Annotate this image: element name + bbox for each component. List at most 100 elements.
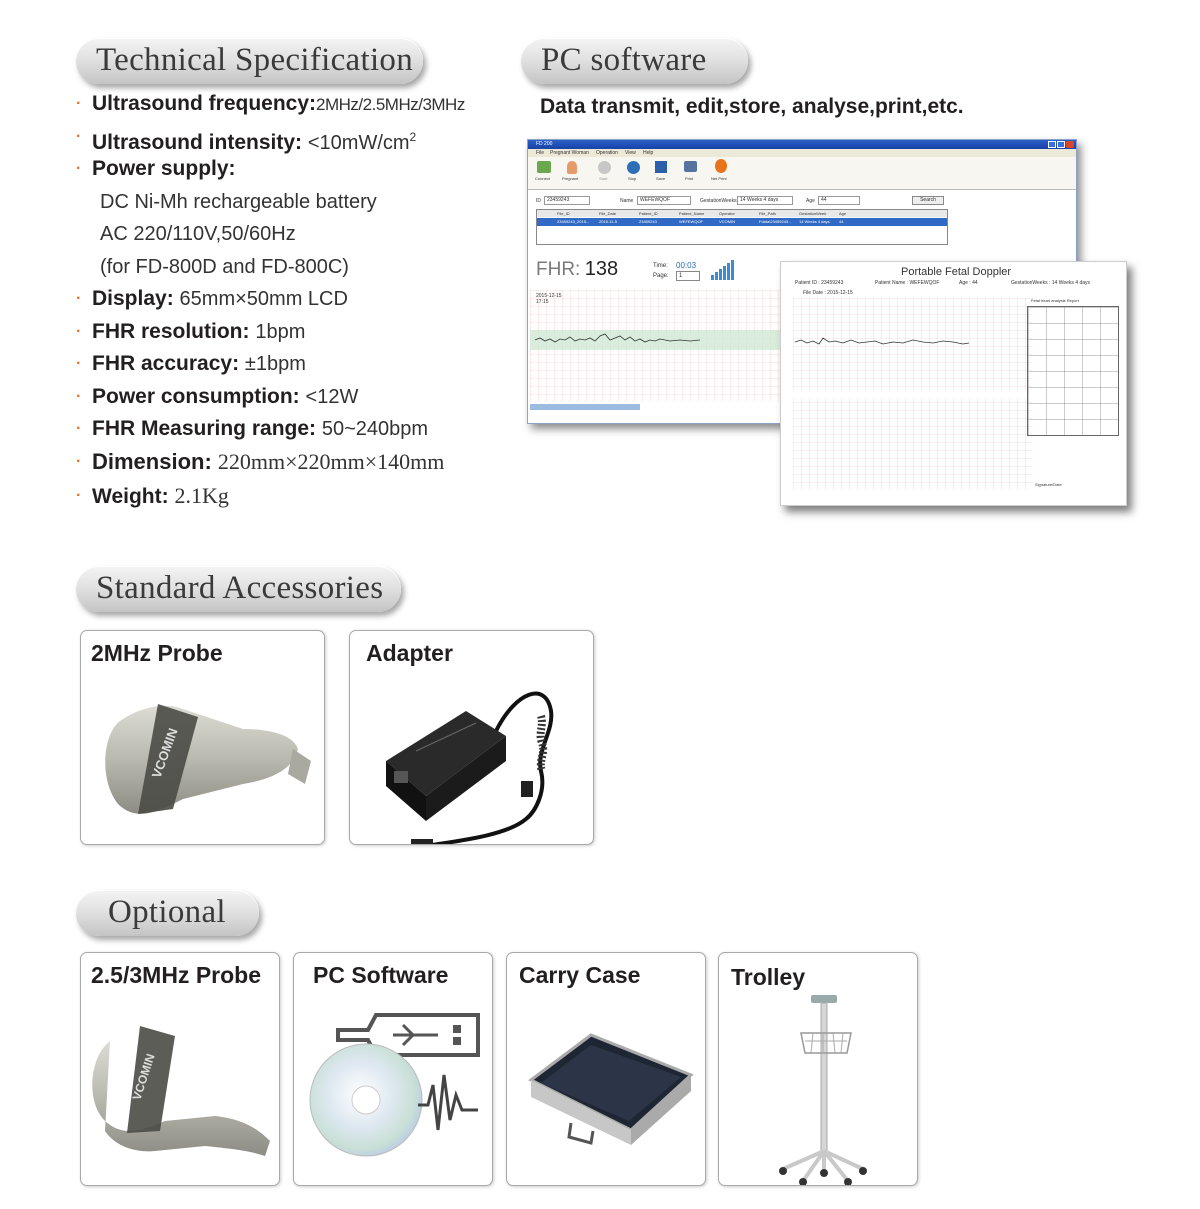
menu-pregnant[interactable]: Pregnant Woman bbox=[550, 150, 589, 156]
spec-label: Weight: bbox=[92, 484, 169, 508]
bullet-icon: · bbox=[76, 486, 82, 504]
probe-image: VCOMIN bbox=[105, 704, 311, 814]
menu-help[interactable]: Help bbox=[643, 150, 654, 156]
optional-card: PC Software bbox=[293, 952, 493, 1186]
trolley-image bbox=[779, 995, 867, 1185]
window-title: FD 200 bbox=[536, 141, 553, 147]
usb-plug-icon bbox=[336, 1013, 480, 1057]
bullet-icon: · bbox=[76, 452, 82, 470]
spec-value: 2.1Kg bbox=[174, 482, 229, 508]
search-panel: ID 23459243 Name WEFEWQOF GestationWeeks… bbox=[532, 193, 1072, 245]
toolbar: Connect Pregnant Start Stop Save Print N… bbox=[528, 157, 1076, 190]
connect-icon bbox=[537, 161, 551, 173]
spec-list: · Ultrasound frequency:2MHz/2.5MHz/3MHz … bbox=[76, 88, 516, 512]
spec-item: · FHR resolution: 1bpm bbox=[76, 316, 516, 349]
bullet-icon: · bbox=[76, 160, 82, 177]
menu-view[interactable]: View bbox=[625, 150, 636, 156]
bullet-icon: · bbox=[76, 355, 82, 372]
connect-button[interactable]: Connect bbox=[533, 161, 555, 185]
spec-label: Power supply: bbox=[92, 157, 236, 180]
spec-item: · Weight: 2.1Kg bbox=[76, 480, 516, 513]
bullet-icon: · bbox=[76, 387, 82, 405]
trace-date: 2015-12-15 bbox=[536, 293, 562, 299]
name-input[interactable]: WEFEWQOF bbox=[637, 196, 691, 205]
save-button[interactable]: Save bbox=[652, 161, 670, 185]
table-header: File_ID File_Date Patient_ID Patient_Nam… bbox=[537, 210, 947, 217]
report-title: Portable Fetal Doppler bbox=[901, 266, 1012, 278]
spec-label: Ultrasound intensity: bbox=[92, 130, 303, 154]
pc-software-heading-text: PC software bbox=[541, 42, 707, 78]
spec-value: 2MHz/2.5MHz/3MHz bbox=[316, 95, 465, 114]
print-button[interactable]: Print bbox=[681, 161, 699, 185]
menu-operation[interactable]: Operation bbox=[596, 150, 618, 156]
time-label: Time: bbox=[653, 263, 668, 269]
spec-label: Ultrasound frequency: bbox=[92, 92, 317, 115]
probe-image: VCOMIN bbox=[92, 1026, 271, 1156]
title-bar: FD 200 bbox=[528, 140, 1076, 149]
table-row[interactable]: 23459243_2015... 2015-11-5 23459243 WEFE… bbox=[537, 218, 947, 226]
report-patient-id: Patient ID : 23459243 bbox=[795, 280, 844, 286]
minimize-icon[interactable] bbox=[1048, 141, 1056, 148]
search-button[interactable]: Search bbox=[912, 196, 944, 205]
spec-label: Power consumption: bbox=[92, 384, 300, 408]
fhr-trace-line bbox=[534, 333, 701, 343]
optional-card: 2.5/3MHz Probe VCOMIN bbox=[80, 952, 280, 1186]
trace-clock: 17:15 bbox=[536, 299, 549, 305]
optional-title: Trolley bbox=[731, 964, 806, 990]
signal-bars-icon bbox=[711, 260, 735, 280]
close-icon[interactable] bbox=[1066, 141, 1074, 148]
page-label: Page: bbox=[653, 273, 669, 279]
maximize-icon[interactable] bbox=[1057, 141, 1065, 148]
report-file-date: File Date : 2015-12-15 bbox=[803, 290, 853, 296]
page-stepper[interactable]: 1 bbox=[676, 271, 700, 281]
spec-value: 65mm×50mm LCD bbox=[179, 288, 348, 310]
bullet-icon: · bbox=[76, 420, 82, 437]
name-label: Name bbox=[620, 198, 634, 204]
spec-value: <10mW/cm bbox=[307, 131, 410, 154]
fhr-label: FHR: bbox=[536, 259, 581, 280]
spec-item: · Ultrasound frequency:2MHz/2.5MHz/3MHz bbox=[76, 88, 516, 121]
bullet-icon: · bbox=[76, 290, 82, 307]
spec-item: · FHR accuracy: ±1bpm bbox=[76, 348, 516, 381]
menu-bar: File Pregnant Woman Operation View Help bbox=[528, 149, 1076, 157]
id-input[interactable]: 23459243 bbox=[544, 196, 590, 205]
spec-value: 220mm×220mm×140mm bbox=[217, 448, 445, 474]
spec-value: ±1bpm bbox=[244, 353, 306, 375]
report-trace-chart bbox=[793, 298, 1033, 490]
accessories-heading: Standard Accessories bbox=[76, 566, 401, 612]
tech-spec-heading-text: Technical Specification bbox=[96, 42, 414, 78]
spec-item: · Dimension: 220mm×220mm×140mm bbox=[76, 446, 516, 480]
fhr-trace-chart bbox=[530, 290, 788, 410]
report-analysis: Fetal heart analysis Report bbox=[1031, 298, 1079, 303]
report-age: Age : 44 bbox=[959, 280, 978, 286]
accessory-card: 2MHz Probe VCOMIN bbox=[80, 630, 325, 845]
bullet-icon: · bbox=[76, 95, 82, 112]
spec-item: · Ultrasound intensity: <10mW/cm2 bbox=[76, 121, 516, 154]
power-line: DC Ni-Mh rechargeable battery bbox=[100, 190, 377, 213]
spec-label: FHR resolution: bbox=[92, 319, 250, 343]
scrollbar[interactable] bbox=[530, 404, 640, 410]
optional-title: Carry Case bbox=[519, 962, 641, 988]
file-table: File_ID File_Date Patient_ID Patient_Nam… bbox=[536, 209, 948, 245]
net-print-button[interactable]: Net Print bbox=[709, 159, 733, 185]
optional-heading: Optional bbox=[76, 890, 259, 936]
spec-item: · FHR Measuring range: 50~240bpm bbox=[76, 413, 516, 446]
pc-tagline: Data transmit, edit,store, analyse,print… bbox=[540, 95, 964, 118]
spec-value: <12W bbox=[305, 385, 359, 408]
printed-report: Portable Fetal Doppler Patient ID : 2345… bbox=[780, 261, 1127, 506]
age-input[interactable]: 44 bbox=[818, 196, 860, 205]
optional-card: Carry Case bbox=[506, 952, 706, 1186]
age-label: Age bbox=[806, 198, 815, 204]
spec-item: · Power consumption: <12W bbox=[76, 381, 516, 414]
start-button[interactable]: Start bbox=[595, 161, 613, 185]
gestation-input[interactable]: 14 Weeks 4 days bbox=[737, 196, 793, 205]
pregnant-button[interactable]: Pregnant bbox=[561, 161, 583, 185]
accessory-title: 2MHz Probe bbox=[91, 640, 223, 666]
optional-card: Trolley bbox=[718, 952, 918, 1186]
normal-band bbox=[530, 330, 788, 350]
stop-button[interactable]: Stop bbox=[624, 161, 642, 185]
spec-value: 50~240bpm bbox=[321, 418, 429, 440]
optional-title: 2.5/3MHz Probe bbox=[91, 962, 261, 988]
gestation-label: GestationWeeks bbox=[700, 198, 737, 204]
menu-file[interactable]: File bbox=[536, 150, 545, 156]
